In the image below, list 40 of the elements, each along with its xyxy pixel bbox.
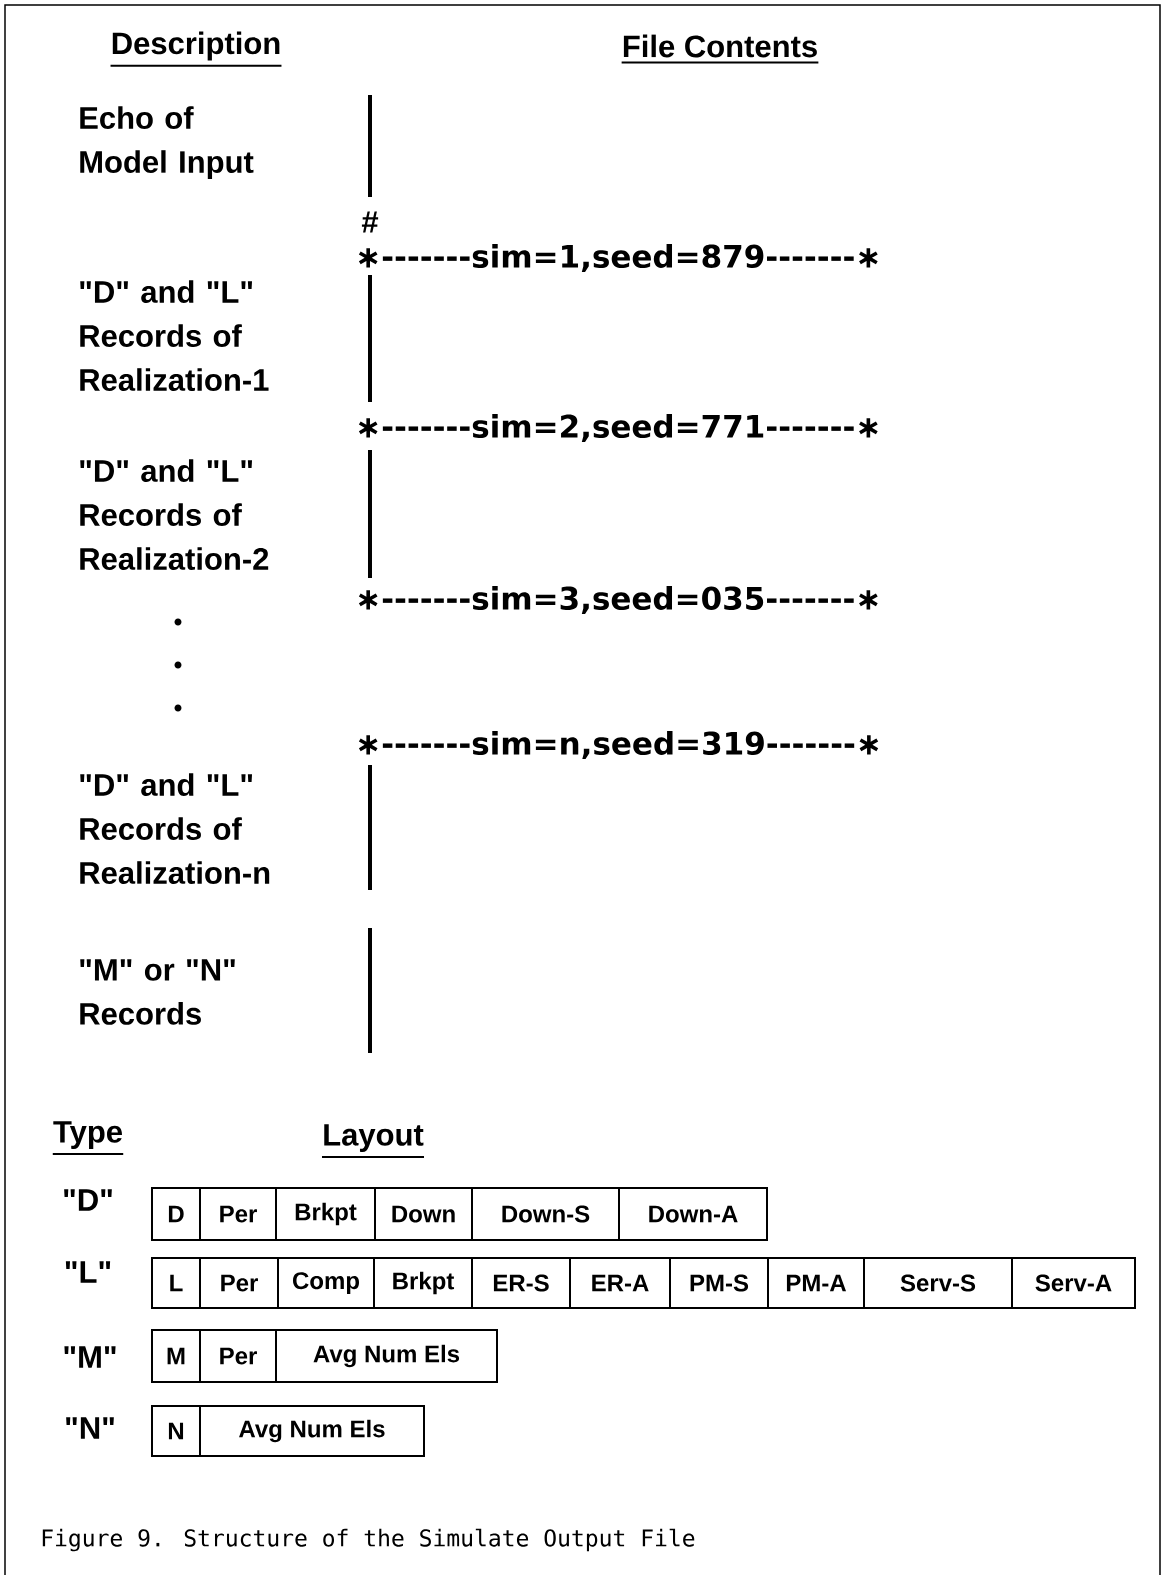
table-cell: Down [374,1187,473,1241]
column-heading: File Contents [620,34,820,64]
table-cell: Brkpt [275,1187,376,1241]
caption: Figure 9. Structure of the Simulate Output File [42,1528,695,1552]
table-cell: M [151,1329,201,1383]
table-cell: Serv-S [863,1257,1013,1309]
table-cell: ER-A [569,1257,671,1309]
record-type: "N" [66,1417,114,1439]
table-cell: L [151,1257,201,1309]
table-cell: Per [199,1257,279,1309]
description-text: Echo of Model Input [80,106,254,180]
table-cell: Per [199,1329,277,1383]
table-cell: PM-S [669,1257,769,1309]
separator-line: ∗-------sim=1,seed=879-------∗ [358,244,878,272]
separator-line: ∗-------sim=n,seed=319-------∗ [358,731,879,759]
table-cell: Down-S [471,1187,620,1241]
separator-line: ∗-------sim=3,seed=035-------∗ [358,586,878,614]
table-cell: Brkpt [373,1257,473,1309]
description-text: "D" and "L" Records of Realization-1 [80,280,269,391]
column-heading: Type [51,1121,125,1156]
column-heading: Layout [321,1124,425,1159]
column-heading: Description [109,31,283,67]
table-cell: D [151,1187,201,1241]
table-cell: Avg Num Els [275,1329,498,1383]
record-type: "D" [64,1189,112,1211]
table-cell: ER-S [471,1257,571,1309]
record-type: "L" [65,1261,111,1283]
description-text: "D" and "L" Records of Realization-2 [80,459,269,570]
record-type: "M" [64,1346,116,1368]
table-cell: Comp [277,1257,375,1309]
table-cell: N [151,1405,201,1457]
table-cell: Per [199,1187,277,1241]
separator-line: ∗-------sim=2,seed=771-------∗ [358,414,878,442]
description-text: "D" and "L" Records of Realization-n [80,773,270,884]
description-text: "M" or "N" Records [80,959,235,1025]
table-cell: Serv-A [1011,1257,1136,1309]
table-cell: Avg Num Els [199,1405,425,1457]
table-cell: PM-A [767,1257,865,1309]
record-type: # [361,211,379,233]
table-cell: Down-A [618,1187,768,1241]
